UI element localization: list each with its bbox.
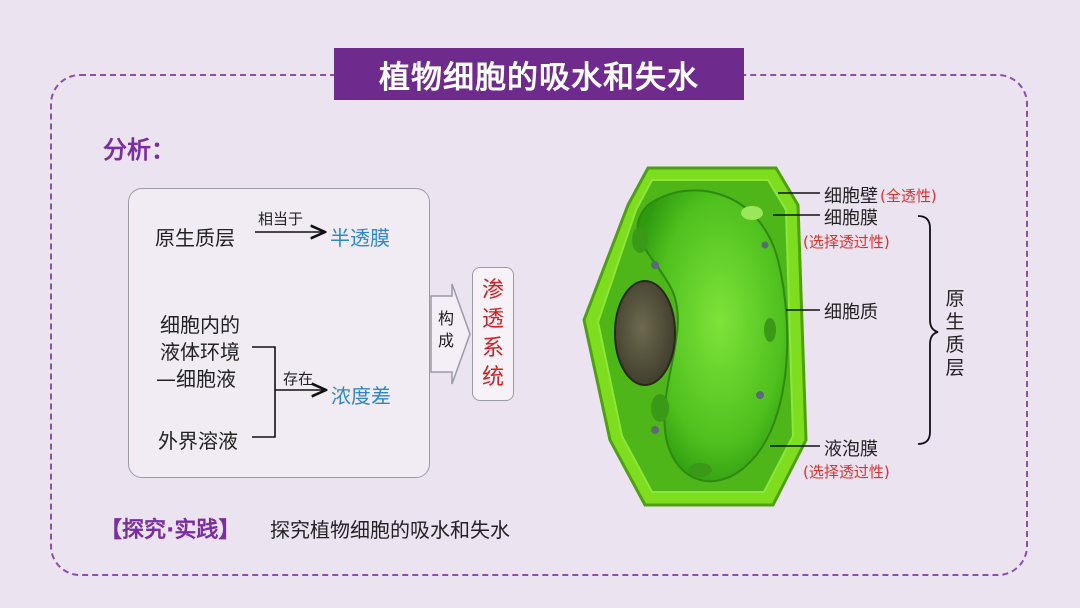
analysis-panel	[128, 188, 430, 478]
cell-wall-label: 细胞壁	[824, 186, 878, 207]
constitute-arrow	[430, 283, 471, 385]
tonoplast-label: 液泡膜	[824, 439, 878, 460]
practice-text: 探究植物细胞的吸水和失水	[270, 518, 510, 542]
bracket-upper	[252, 346, 276, 438]
organelle	[651, 426, 659, 434]
vacuole	[636, 189, 789, 483]
plant-cell-illustration	[582, 166, 808, 507]
chloroplast	[688, 463, 712, 477]
protoplast-bracket	[917, 215, 939, 445]
organelle	[651, 261, 659, 269]
chloroplast	[741, 206, 763, 220]
equivalent-label: 相当于	[258, 210, 304, 228]
cell-membrane-label: 细胞膜	[824, 208, 878, 229]
cell-wall-note: (全透性)	[880, 187, 937, 205]
slide-title: 植物细胞的吸水和失水	[334, 48, 744, 100]
cytoplasm-label: 细胞质	[824, 302, 878, 323]
cell-fluid-line3: —细胞液	[156, 367, 236, 391]
analysis-heading: 分析：	[103, 136, 175, 164]
cell-membrane-note: (选择透过性)	[803, 233, 890, 251]
organelle	[761, 241, 769, 249]
practice-tag: 【探究·实践】	[100, 518, 241, 543]
organelle	[756, 391, 764, 399]
chloroplast	[764, 318, 776, 342]
outer-solution-text: 外界溶液	[158, 429, 238, 453]
constitute-label: 构 成	[438, 309, 455, 350]
chloroplast	[651, 394, 669, 422]
exists-label: 存在	[283, 370, 314, 388]
tonoplast-note: (选择透过性)	[803, 463, 890, 481]
protoplast-vertical-label: 原 生 质 层	[945, 288, 965, 379]
osmosis-system-box: 渗 透 系 统	[472, 267, 514, 401]
nucleus	[614, 280, 676, 386]
concentration-diff-text: 浓度差	[331, 384, 391, 408]
cell-fluid-line1: 细胞内的	[160, 313, 240, 337]
protoplast-layer-text: 原生质层	[155, 226, 235, 250]
cell-fluid-line2: 液体环境	[160, 340, 240, 364]
chloroplast	[632, 227, 648, 253]
semipermeable-text: 半透膜	[330, 226, 390, 250]
